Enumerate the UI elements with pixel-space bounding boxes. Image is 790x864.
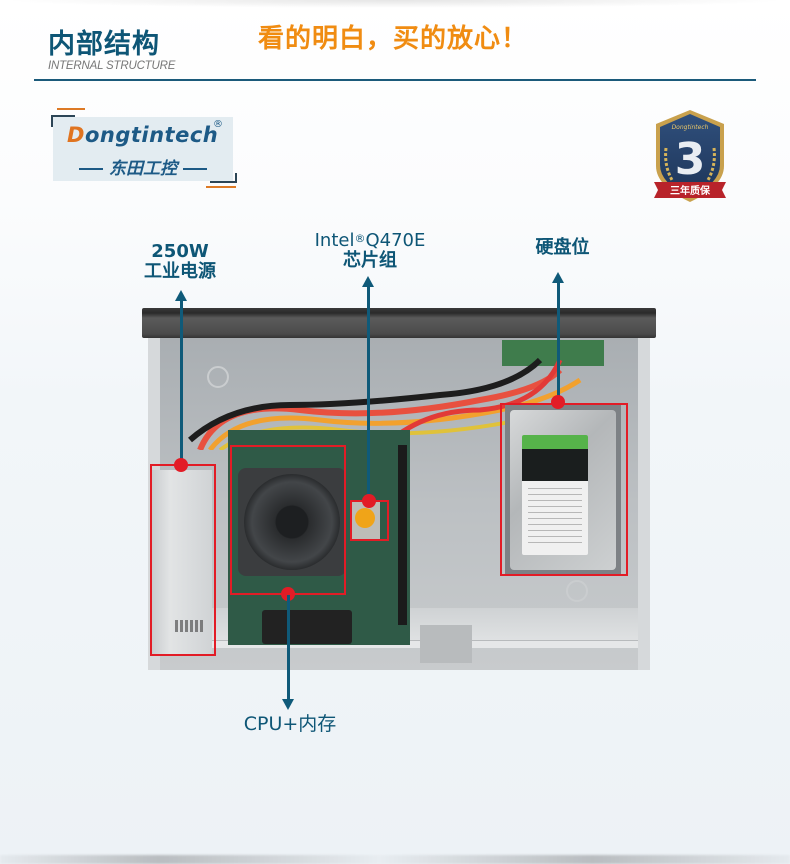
logo-corner-decoration [51, 115, 75, 117]
chassis-knockout-hole [207, 366, 229, 388]
arrow-up-icon [175, 290, 187, 301]
logo-corner-decoration [206, 186, 236, 188]
callout-label-chipset: Intel®Q470E 芯片组 [300, 231, 440, 271]
chassis-wall-right [638, 338, 650, 670]
callout-line-psu [179, 300, 183, 465]
arrow-down-icon [282, 699, 294, 710]
logo-corner-decoration [210, 181, 236, 183]
chassis-knockout-hole [566, 580, 588, 602]
cpu-fan [244, 474, 340, 570]
arrow-up-icon [362, 276, 374, 287]
bottom-shadow [0, 855, 790, 864]
callout-psu-line2: 工业电源 [144, 261, 216, 282]
logo-corner-decoration [235, 173, 237, 183]
chipset-brand: Intel [314, 230, 355, 251]
logo-corner-decoration [57, 108, 85, 110]
logo-dash [183, 168, 207, 170]
callout-chipset-line2: 芯片组 [343, 250, 397, 271]
top-shadow [0, 0, 790, 8]
callout-dot-chipset [362, 494, 376, 508]
highlight-cpu [230, 445, 346, 595]
callout-line-hdd [556, 282, 560, 400]
dongtintech-logo: Dongtintech ® 东田工控 [53, 117, 233, 181]
logo-wordmark: Dongtintech [67, 123, 218, 147]
pcie-slot [398, 445, 407, 625]
svg-text:3: 3 [675, 134, 706, 185]
chassis-lid [142, 308, 656, 338]
logo-cn-name: 东田工控 [53, 154, 233, 179]
logo-corner-decoration [51, 115, 53, 127]
memory-fans [262, 610, 352, 644]
logo-cn-text: 东田工控 [109, 159, 177, 179]
callout-psu-line1: 250W [151, 241, 209, 262]
callout-hdd-line1: 硬盘位 [535, 237, 590, 258]
header-divider [34, 79, 756, 81]
psu-vent [175, 620, 205, 632]
callout-chipset-line1: Intel®Q470E [300, 231, 440, 251]
callout-line-chipset [366, 286, 370, 500]
svg-text:三年质保: 三年质保 [670, 184, 711, 197]
registered-mark: ® [213, 119, 223, 130]
callout-dot-cpu [281, 587, 295, 601]
arrow-up-icon [552, 272, 564, 283]
slogan: 看的明白，买的放心！ [258, 24, 529, 54]
callout-line-cpu [286, 595, 290, 699]
callout-dot-psu [174, 458, 188, 472]
expansion-brackets [420, 625, 472, 663]
section-title: 内部结构 [48, 29, 160, 60]
callout-label-cpu: CPU+内存 [225, 714, 355, 734]
hdd-label-text [528, 488, 582, 546]
logo-dash [79, 168, 103, 170]
svg-text:Dongtintech: Dongtintech [672, 124, 709, 131]
chipset-thermal-pad [355, 508, 375, 528]
hdd-brand-label [522, 435, 588, 481]
registered-mark: ® [354, 232, 366, 245]
callout-label-psu: 250W 工业电源 [130, 242, 230, 282]
callout-label-hdd: 硬盘位 [520, 238, 605, 258]
section-subtitle: INTERNAL STRUCTURE [48, 60, 176, 72]
warranty-shield-icon: Dongtintech 3 三年质保 [650, 108, 730, 206]
logo-initial: D [67, 123, 85, 147]
logo-word-rest: ongtintech [84, 123, 219, 147]
riser-card [502, 340, 604, 366]
highlight-psu [150, 464, 216, 656]
highlight-hdd [500, 403, 628, 576]
callout-dot-hdd [551, 395, 565, 409]
callout-cpu-line1: CPU+内存 [243, 713, 337, 735]
chipset-model: Q470E [365, 230, 426, 251]
